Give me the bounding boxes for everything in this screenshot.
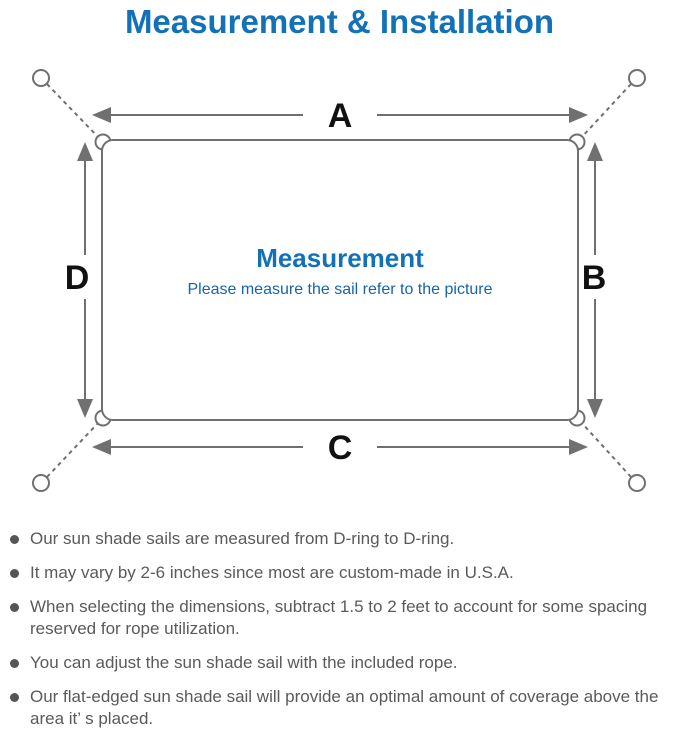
note-text: It may vary by 2-6 inches since most are…	[30, 563, 514, 582]
list-item: Our flat-edged sun shade sail will provi…	[8, 686, 670, 730]
arrowhead-left-icon	[92, 107, 111, 123]
bullet-dot-icon	[10, 693, 19, 702]
rope-dashed-line-top-right	[579, 83, 632, 140]
dimension-arrow-right	[587, 142, 603, 418]
anchor-ring-top-right-icon	[628, 69, 646, 87]
list-item: You can adjust the sun shade sail with t…	[8, 652, 670, 674]
dimension-arrow-top	[92, 107, 588, 123]
shade-sail-outline	[101, 139, 579, 421]
arrowhead-down-icon	[587, 399, 603, 418]
notes-list: Our sun shade sails are measured from D-…	[8, 528, 670, 739]
note-text: You can adjust the sun shade sail with t…	[30, 653, 458, 672]
dimension-arrow-bottom	[92, 439, 588, 455]
arrowhead-down-icon	[77, 399, 93, 418]
dimension-label-d: D	[65, 259, 90, 297]
measurement-diagram: A B C D	[32, 69, 646, 492]
rope-dashed-line-top-left	[46, 83, 101, 140]
arrowhead-up-icon	[587, 142, 603, 161]
arrowhead-right-icon	[569, 439, 588, 455]
list-item: It may vary by 2-6 inches since most are…	[8, 562, 670, 584]
dimension-label-c: C	[328, 429, 353, 467]
rope-dashed-line-bottom-right	[579, 420, 632, 478]
list-item: Our sun shade sails are measured from D-…	[8, 528, 670, 550]
anchor-ring-top-left-icon	[32, 69, 50, 87]
anchor-ring-bottom-right-icon	[628, 474, 646, 492]
bullet-dot-icon	[10, 603, 19, 612]
dimension-arrow-left	[77, 142, 93, 418]
note-text: Our flat-edged sun shade sail will provi…	[30, 687, 659, 728]
page-title: Measurement & Installation	[124, 3, 555, 40]
note-text: Our sun shade sails are measured from D-…	[30, 529, 455, 548]
rope-dashed-line-bottom-left	[46, 420, 101, 478]
list-item: When selecting the dimensions, subtract …	[8, 596, 670, 640]
anchor-ring-bottom-left-icon	[32, 474, 50, 492]
arrowhead-left-icon	[92, 439, 111, 455]
bullet-dot-icon	[10, 659, 19, 668]
note-text: When selecting the dimensions, subtract …	[30, 597, 648, 638]
dimension-label-a: A	[328, 97, 353, 135]
arrowhead-right-icon	[569, 107, 588, 123]
bullet-dot-icon	[10, 535, 19, 544]
arrowhead-up-icon	[77, 142, 93, 161]
bullet-dot-icon	[10, 569, 19, 578]
dimension-label-b: B	[582, 259, 607, 297]
